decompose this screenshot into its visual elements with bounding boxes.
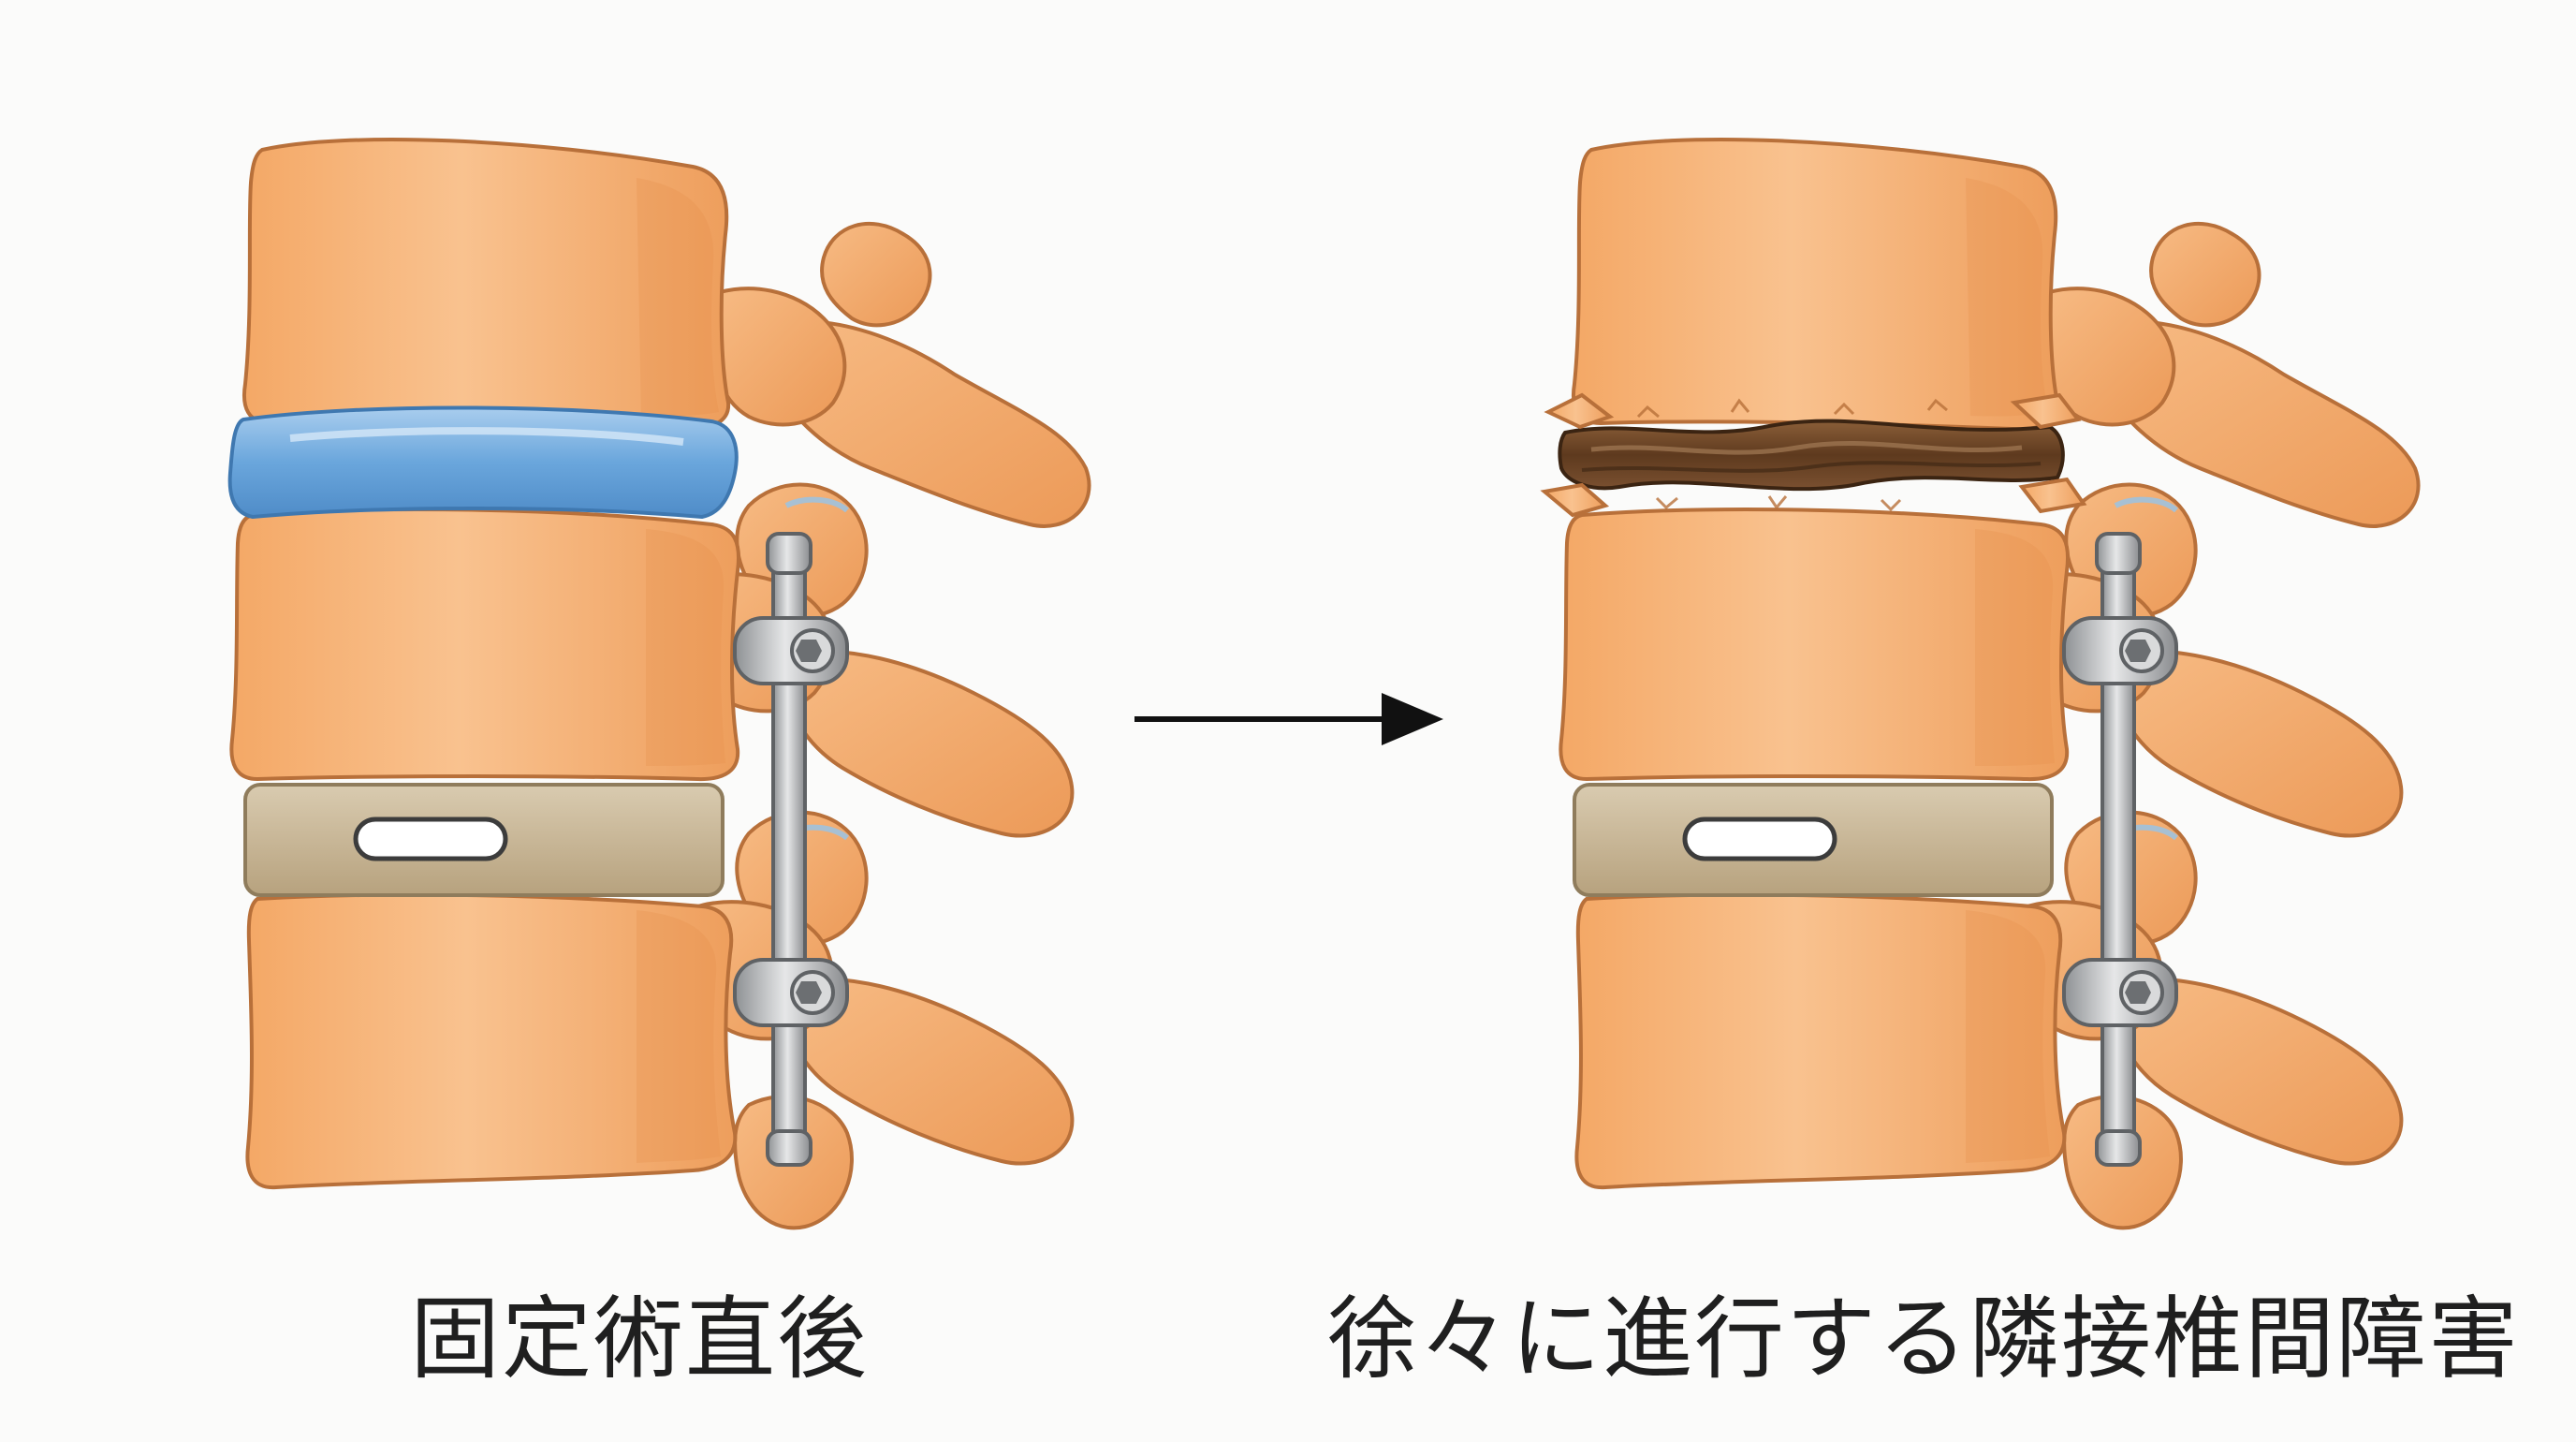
caption-progressive-adjacent-disease: 徐々に進行する隣接椎間障害 <box>1327 1287 2520 1391</box>
spine-right-adjacent-degeneration <box>1540 140 2419 1228</box>
healthy-adjacent-disc <box>227 405 739 520</box>
caption-immediately-after-fusion: 固定術直後 <box>410 1287 869 1391</box>
spine-left-post-fusion <box>227 140 1090 1228</box>
osteophytes <box>1540 392 2087 518</box>
degenerated-adjacent-disc <box>1558 419 2065 492</box>
arrow-right-icon <box>1134 693 1443 745</box>
